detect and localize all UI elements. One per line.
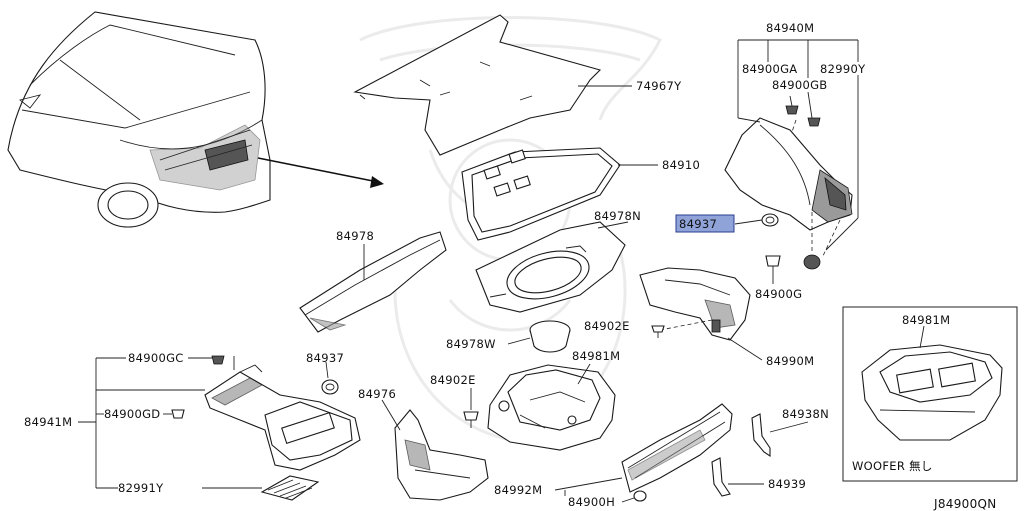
- leader-84990M: [727, 337, 763, 361]
- part-84937-clip[interactable]: [761, 213, 779, 227]
- label-84900GB[interactable]: 84900GB: [772, 78, 827, 92]
- part-84978-finisher[interactable]: [299, 231, 447, 333]
- callout-labels: 84940M 84900GA 84900GB 82990Y 74967Y 849…: [24, 21, 997, 511]
- label-84910[interactable]: 84910: [662, 158, 700, 172]
- part-84900GC-clip[interactable]: [211, 355, 225, 365]
- leader-84900H: [621, 497, 635, 503]
- part-84900GA-clip[interactable]: [785, 105, 799, 115]
- part-84900H-clip[interactable]: [633, 490, 647, 502]
- label-84902E-top[interactable]: 84902E: [584, 319, 630, 333]
- part-84990M-side-liner[interactable]: [639, 267, 751, 341]
- label-84990M[interactable]: 84990M: [766, 354, 814, 368]
- label-84900H[interactable]: 84900H: [568, 495, 615, 509]
- label-84900GA[interactable]: 84900GA: [742, 62, 797, 76]
- part-84992M-rear-finisher[interactable]: [621, 403, 733, 493]
- leader-84976: [381, 399, 401, 431]
- label-82990Y[interactable]: 82990Y: [820, 62, 866, 76]
- leader-84992M: [554, 477, 623, 491]
- label-84939[interactable]: 84939: [768, 477, 806, 491]
- part-84981M-storage-box[interactable]: [487, 364, 616, 451]
- leaders-right-group: [734, 39, 859, 284]
- label-84937[interactable]: 84937: [306, 351, 344, 365]
- part-84940M-quarter-trim[interactable]: [724, 117, 853, 231]
- label-84976[interactable]: 84976: [358, 387, 396, 401]
- part-84900GD-clip[interactable]: [171, 409, 185, 419]
- leader-84981M: [577, 363, 591, 385]
- label-84941M[interactable]: 84941M: [24, 415, 72, 429]
- label-84900GD[interactable]: 84900GD: [104, 407, 160, 421]
- part-84900GB-clip[interactable]: [807, 117, 821, 127]
- label-84978[interactable]: 84978: [336, 229, 374, 243]
- label-84937-selected[interactable]: 84937: [679, 217, 717, 231]
- label-84981M[interactable]: 84981M: [572, 349, 620, 363]
- part-84910-trunk-floor[interactable]: [461, 147, 621, 241]
- label-84900GC[interactable]: 84900GC: [128, 351, 184, 365]
- label-84938N[interactable]: 84938N: [782, 407, 829, 421]
- vehicle-illustration: [7, 11, 271, 228]
- label-84940M[interactable]: 84940M: [766, 21, 814, 35]
- label-84992M[interactable]: 84992M: [494, 483, 542, 497]
- inset-woofer-box: [842, 306, 1018, 482]
- label-84902E[interactable]: 84902E: [430, 373, 476, 387]
- part-84941M-storage-box[interactable]: [204, 364, 361, 471]
- label-82991Y[interactable]: 82991Y: [118, 481, 164, 495]
- pointer-arrowhead: [370, 176, 384, 188]
- part-84937-clip-left[interactable]: [321, 379, 339, 395]
- selected-part-highlight[interactable]: [675, 214, 735, 233]
- diagram-code: J84900QN: [933, 497, 997, 511]
- dashed-84902E: [659, 319, 713, 331]
- part-84976-bracket[interactable]: [394, 409, 489, 501]
- dashed-82990Y: [821, 219, 841, 259]
- pointer-arrow: [257, 157, 379, 183]
- leader-84938N: [769, 421, 809, 433]
- part-84902E-clip-top[interactable]: [651, 325, 665, 338]
- leader-84978W: [507, 337, 531, 345]
- part-84981M-inset-box[interactable]: [861, 344, 1003, 441]
- leaders-left-group: [78, 356, 329, 489]
- leader-84978N: [597, 221, 629, 229]
- label-84978N[interactable]: 84978N: [594, 209, 641, 223]
- part-84938N-bracket[interactable]: [751, 413, 771, 458]
- part-84939-bracket[interactable]: [711, 457, 731, 497]
- dashed-84900GA: [791, 119, 797, 133]
- label-84978W[interactable]: 84978W: [446, 337, 496, 351]
- part-82991Y-mat[interactable]: [260, 475, 320, 501]
- part-84978W-plug[interactable]: [529, 320, 571, 353]
- label-74967Y[interactable]: 74967Y: [636, 79, 682, 93]
- label-84981M-inset[interactable]: 84981M: [902, 313, 950, 327]
- part-84978N-spare-cover[interactable]: [475, 221, 626, 313]
- part-84900G-clip[interactable]: [765, 254, 821, 272]
- label-84900G[interactable]: 84900G: [755, 287, 802, 301]
- part-74967Y-trunk-mat[interactable]: [353, 14, 602, 156]
- part-84902E-clip[interactable]: [463, 411, 479, 428]
- inset-note: WOOFER 無し: [852, 459, 933, 473]
